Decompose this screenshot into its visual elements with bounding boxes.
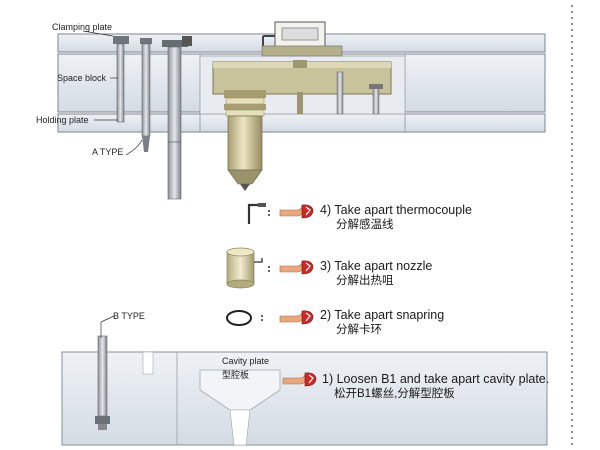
step-1: 1) Loosen B1 and take apart cavity plate…	[322, 372, 549, 402]
step-3-en: 3) Take apart nozzle	[320, 259, 433, 273]
a-type-label: A TYPE	[92, 147, 124, 157]
step-3: 3) Take apart nozzle 分解出热咀	[320, 259, 432, 289]
top-assembly	[57, 21, 546, 200]
snapring	[226, 310, 252, 326]
step-2-en: 2) Take apart snapring	[320, 308, 445, 322]
clamping-leader	[82, 30, 114, 37]
holding-plate-label: Holding plate	[36, 115, 89, 125]
space-block-label: Space block	[57, 73, 107, 83]
cavity-plate	[61, 335, 548, 446]
cavity-plate-label: Cavity plate	[222, 356, 270, 366]
nozzle-part	[226, 247, 263, 289]
step-3-zh: 分解出热咀	[336, 275, 394, 287]
pointing-hand-icon	[279, 310, 314, 325]
step-1-zh: 松开B1螺丝,分解型腔板	[334, 388, 455, 400]
pointing-hand-icon	[279, 260, 314, 275]
step-1-en: 1) Loosen B1 and take apart cavity plate…	[322, 372, 550, 386]
clamping-plate-label: Clamping plate	[52, 22, 113, 32]
manifold	[212, 21, 392, 115]
a-type-pins	[113, 36, 192, 200]
step-2: 2) Take apart snapring 分解卡环	[320, 308, 444, 338]
b-type-label: B TYPE	[113, 311, 145, 321]
holding-plate	[57, 113, 546, 133]
dots-icon	[261, 210, 270, 321]
step-2-zh: 分解卡环	[336, 324, 382, 336]
thermocouple	[247, 203, 266, 224]
pointing-hand-icon	[279, 204, 314, 219]
cavity-plate-label-zh: 型腔板	[222, 370, 250, 380]
step-4-zh: 分解感温线	[336, 219, 394, 231]
pointing-hand-icon	[282, 372, 317, 387]
step-4-en: 4) Take apart thermocouple	[320, 203, 472, 217]
nozzle-assembled	[224, 90, 266, 191]
step-4: 4) Take apart thermocouple 分解感温线	[320, 203, 472, 233]
